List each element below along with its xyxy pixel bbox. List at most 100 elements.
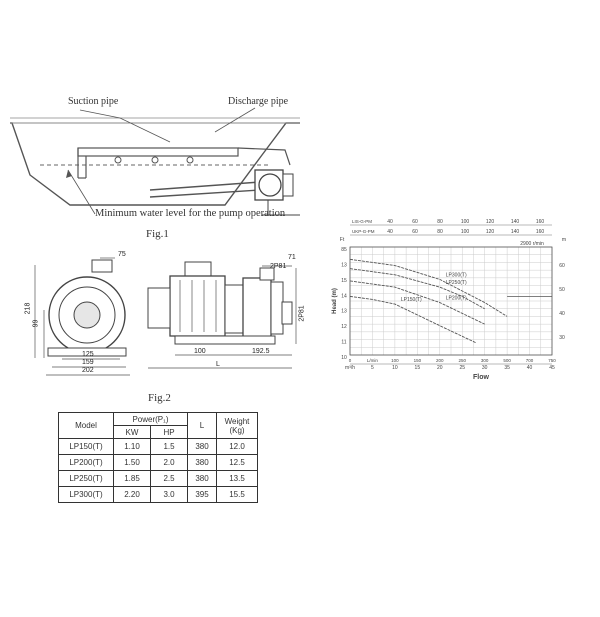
left-tick: 85 [341, 247, 347, 253]
col-l: L [187, 412, 217, 439]
bottom-tick-lpm: 500 [503, 358, 511, 363]
right-tick: 60 [559, 263, 565, 269]
cell-weight: 12.0 [216, 438, 258, 455]
cell-weight: 15.5 [216, 486, 258, 503]
bottom-tick-m3: 20 [437, 365, 443, 371]
left-tick: 13 [341, 309, 347, 315]
fig2-caption: Fig.2 [148, 392, 171, 404]
left-tick: 12 [341, 324, 347, 330]
bottom-tick-lpm: 300 [481, 358, 489, 363]
series-label: LP300(T) [446, 272, 467, 278]
top-tick-b: 80 [437, 229, 443, 235]
series-line [349, 295, 476, 344]
bottom-tick-m3: 45 [549, 365, 555, 371]
dim-71: 71 [288, 254, 296, 261]
bottom-tick-lpm: 200 [436, 358, 444, 363]
bottom-tick-lpm: 700 [526, 358, 534, 363]
top-tick-a: 80 [437, 219, 443, 225]
right-tick: 30 [559, 335, 565, 341]
bottom-tick-lpm: 250 [458, 358, 466, 363]
series-label: LP150(T) [401, 297, 422, 303]
bottom-tick-m3: 10 [392, 365, 398, 371]
bottom-tick-m3: 30 [482, 365, 488, 371]
series-line [349, 280, 485, 325]
col-weight: Weight (Kg) [216, 412, 258, 439]
spec-table: Model Power(P₁) L Weight (Kg) KW HP LP15… [58, 412, 258, 503]
suction-pipe-label: Suction pipe [68, 96, 119, 107]
cell-hp: 3.0 [150, 486, 188, 503]
dim-218: 218 [24, 302, 32, 315]
dim-202: 202 [82, 367, 94, 374]
cell-l: 380 [187, 454, 217, 471]
cell-kw: 1.10 [113, 438, 151, 455]
top-tick-a: 160 [536, 219, 545, 225]
cell-hp: 2.0 [150, 454, 188, 471]
cell-kw: 1.50 [113, 454, 151, 471]
cell-weight: 13.5 [216, 470, 258, 487]
weight-unit: (Kg) [229, 425, 245, 435]
bottom-tick-m3: 35 [504, 365, 510, 371]
top-tick-b: 100 [461, 229, 470, 235]
left-tick: 13 [341, 262, 347, 268]
pump-dimension-drawing [34, 257, 297, 376]
col-model: Model [58, 412, 114, 439]
dim-192: 192.5 [252, 348, 270, 355]
y-axis-title: Head (m) [332, 288, 338, 314]
top-tick-b: 140 [511, 229, 520, 235]
right-tick: 50 [559, 287, 565, 293]
table-row: LP150(T) 1.10 1.5 380 12.0 [58, 438, 258, 455]
cell-model: LP150(T) [58, 438, 114, 455]
cell-model: LP250(T) [58, 470, 114, 487]
table-row: LP250(T) 1.85 2.5 380 13.5 [58, 470, 258, 487]
dim-125: 125 [82, 351, 94, 358]
left-tick: 14 [341, 293, 347, 299]
cell-kw: 2.20 [113, 486, 151, 503]
series-label: LP200(T) [446, 296, 467, 302]
top-tick-b: 60 [412, 229, 418, 235]
bottom-tick-lpm: 750 [548, 358, 556, 363]
plot-frame [349, 246, 553, 356]
dim-2p81-top: 2P81 [270, 263, 287, 270]
col-power: Power(P₁) [113, 412, 188, 426]
cell-hp: 2.5 [150, 470, 188, 487]
left-unit: Ft [340, 237, 345, 243]
right-unit: m [562, 237, 566, 243]
table-row: LP300(T) 2.20 3.0 395 15.5 [58, 486, 258, 503]
dim-2p81-side: 2P81 [298, 305, 306, 322]
bottom-tick-m3: 40 [527, 365, 533, 371]
left-tick: 10 [341, 355, 347, 361]
dim-99: 99 [32, 319, 40, 328]
cell-model: LP300(T) [58, 486, 114, 503]
bottom-tick-m3: 5 [371, 365, 374, 371]
dim-75: 75 [118, 251, 126, 258]
cell-kw: 1.85 [113, 470, 151, 487]
cell-weight: 12.5 [216, 454, 258, 471]
bottom-tick-m3: 25 [459, 365, 465, 371]
cell-hp: 1.5 [150, 438, 188, 455]
top-tick-b: 120 [486, 229, 495, 235]
weight-label: Weight [224, 416, 250, 426]
top-tick-b: 40 [387, 229, 393, 235]
installation-diagram [10, 107, 300, 216]
x-axis-title: Flow [473, 374, 489, 381]
top-tick-a: 140 [511, 219, 520, 225]
fig1-caption: Fig.1 [146, 228, 169, 240]
top-tick-a: 120 [486, 219, 495, 225]
bottom-tick-lpm: 100 [391, 358, 399, 363]
right-tick: 40 [559, 311, 565, 317]
cell-l: 380 [187, 438, 217, 455]
top-tick-a: 60 [412, 219, 418, 225]
left-tick: 15 [341, 278, 347, 284]
bottom-tick-lpm: 0 [349, 358, 352, 363]
series-line [349, 268, 485, 310]
discharge-pipe-label: Discharge pipe [228, 96, 289, 107]
top-axis-label-a: LIS-G-PM [352, 219, 372, 224]
table-row: LP200(T) 1.50 2.0 380 12.5 [58, 454, 258, 471]
left-tick: 11 [341, 340, 346, 346]
top-tick-a: 100 [461, 219, 470, 225]
bottom-tick-m3: 15 [415, 365, 421, 371]
top-tick-b: 160 [536, 229, 545, 235]
dim-l: L [216, 361, 220, 368]
cell-l: 380 [187, 470, 217, 487]
